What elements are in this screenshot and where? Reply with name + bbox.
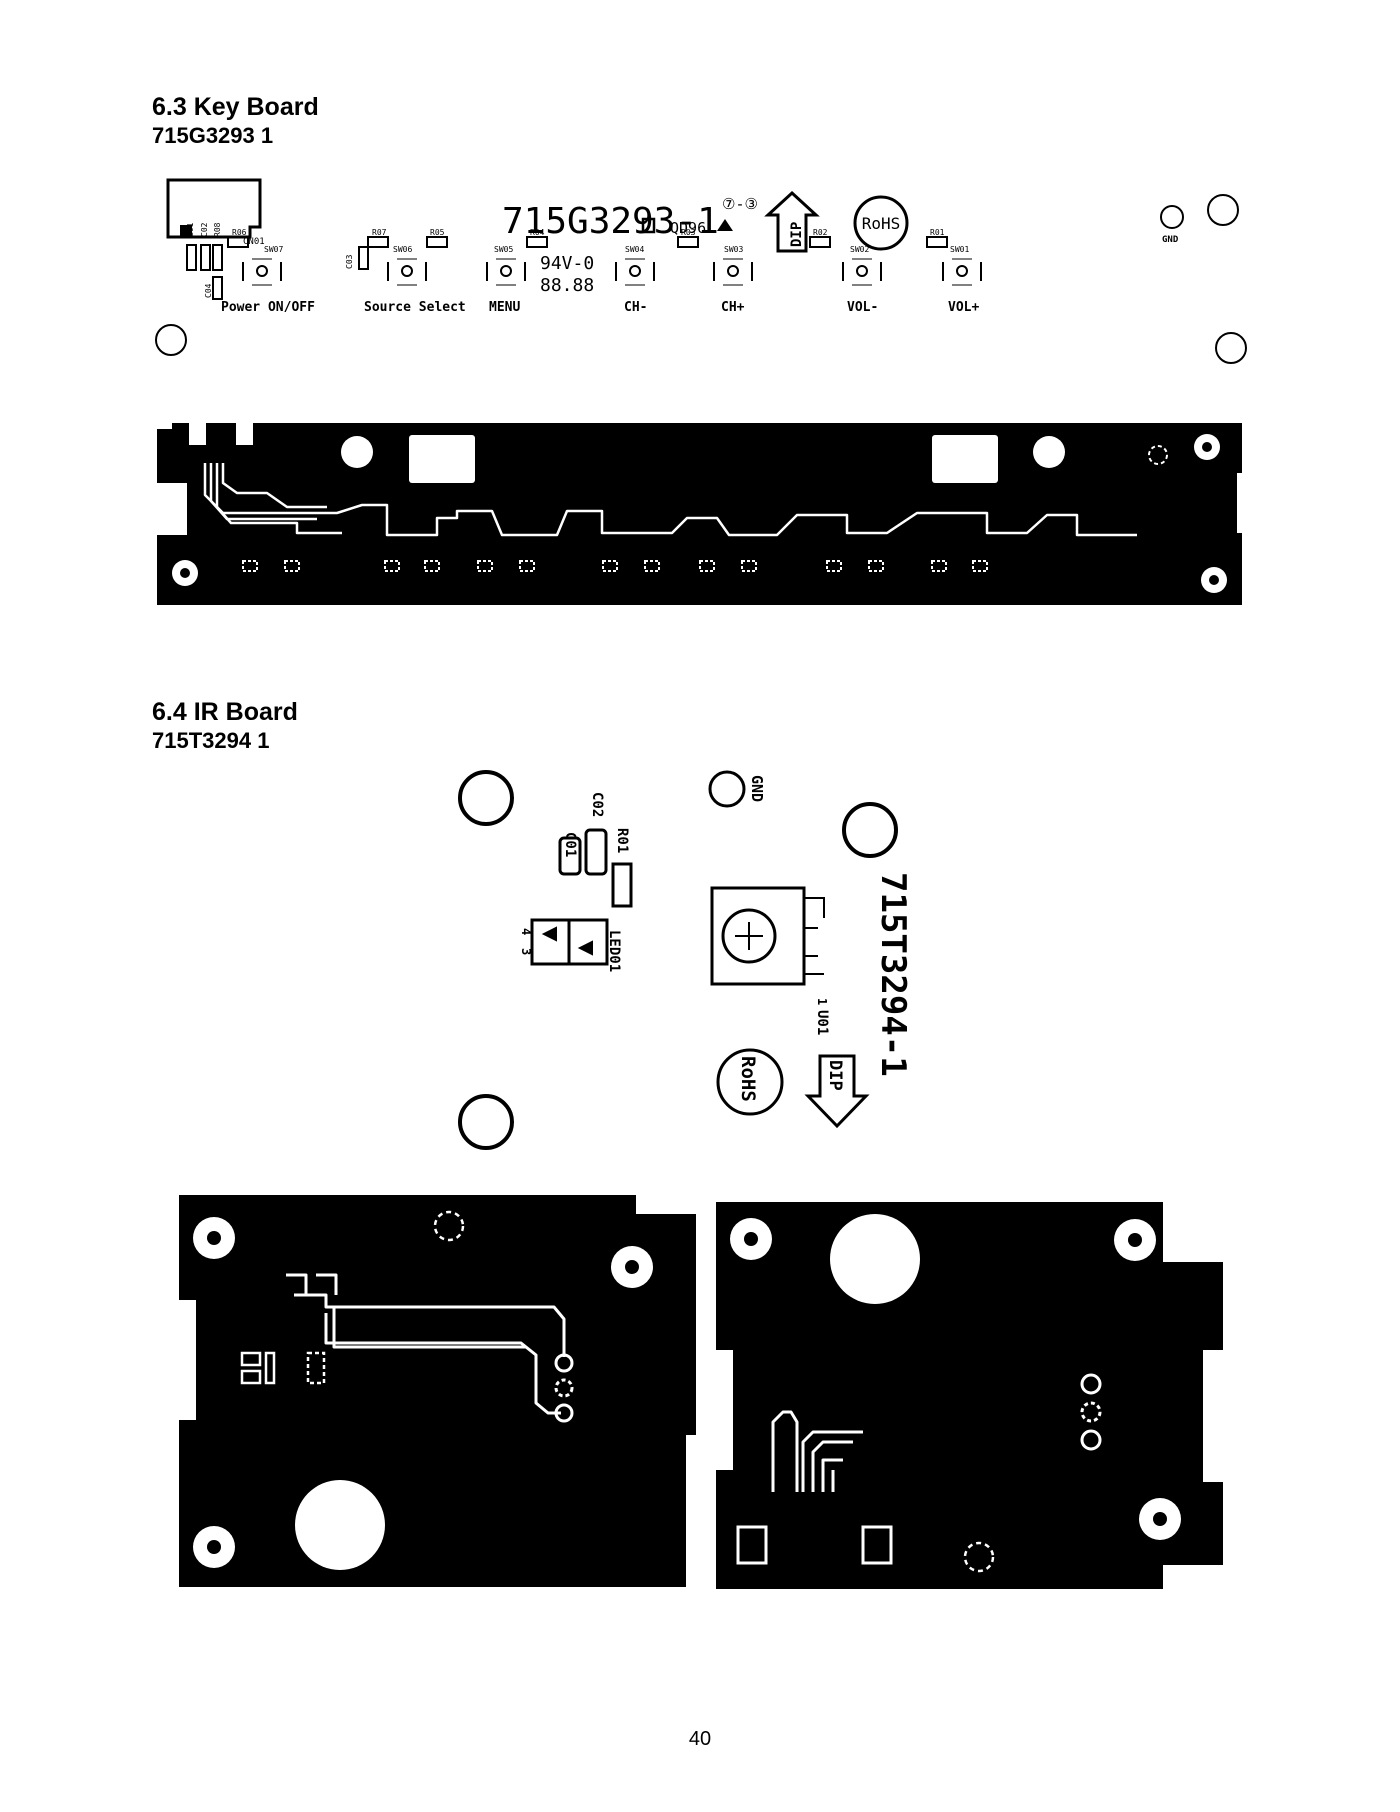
mounting-hole: [1207, 194, 1239, 226]
button-label-vol-minus: VOL-: [847, 300, 878, 315]
resistor-group: R06 R07 R05 R04 R03 R02 R01: [227, 228, 948, 248]
dip-arrow-mark: DIP: [804, 1054, 870, 1129]
ul-triangle-icon: [717, 219, 733, 231]
switch-sw06: SW06 Source Select: [364, 245, 466, 315]
dip-label: DIP: [825, 1060, 845, 1091]
switch-sw07: SW07 Power ON/OFF: [221, 245, 315, 315]
ir-board-pcb-outline-2: [716, 1202, 1223, 1589]
label-r02: R02: [813, 228, 828, 237]
ir-receiver-u01: 1 U01: [710, 886, 830, 1035]
label-c01: C01: [186, 222, 195, 237]
svg-text:SW07: SW07: [264, 245, 283, 254]
ir-board-marking: 715T3294-1: [873, 872, 913, 1077]
switch-sw04: SW04 CH-: [615, 245, 655, 315]
ir-board-copper-bottom: [716, 1202, 1223, 1589]
ul-logo-icon: [641, 217, 656, 234]
mounting-hole: [458, 1094, 514, 1150]
switch-sw03: SW03 CH+: [713, 245, 753, 315]
mounting-hole: [1215, 332, 1247, 364]
flammability-rating: 94V-0: [540, 253, 594, 274]
button-label-ch-minus: CH-: [624, 300, 647, 315]
ir-board-silkscreen: GND C01 C02 R01 LED01 4 3 1 U01 715T3294…: [458, 770, 913, 1150]
label-c01: C01: [562, 832, 578, 857]
switch-sw02: SW02 VOL-: [842, 245, 882, 315]
mounting-hole: [458, 770, 514, 826]
section-title-ir-board: 6.4 IR Board: [152, 698, 298, 726]
label-r06: R06: [232, 228, 247, 237]
label-c03: C03: [345, 254, 354, 269]
svg-text:SW03: SW03: [724, 245, 743, 254]
key-board-copper-layer: [157, 423, 1242, 605]
dip-label: DIP: [789, 222, 805, 247]
section-part-ir-board: 715T3294 1: [152, 728, 270, 753]
gnd-hole: [1160, 205, 1184, 229]
label-r08: R08: [213, 222, 222, 237]
label-c02: C02: [200, 222, 209, 237]
ir-board-copper-top: [179, 1195, 696, 1587]
mounting-hole: [155, 324, 187, 356]
button-label-menu: MENU: [489, 300, 520, 315]
button-label-ch-plus: CH+: [721, 300, 745, 315]
button-label-vol-plus: VOL+: [948, 300, 979, 315]
led01-footprint: LED01 4 3: [519, 918, 622, 972]
svg-text:SW05: SW05: [494, 245, 513, 254]
capacitor-c02: [584, 828, 608, 876]
ir-board-pcb-outline: [179, 1195, 696, 1587]
label-led01: LED01: [606, 930, 622, 972]
svg-text:4: 4: [519, 928, 533, 935]
button-label-power: Power ON/OFF: [221, 300, 315, 315]
label-c04: C04: [204, 283, 213, 298]
connector-cn01: CN01: [166, 178, 265, 247]
svg-text:SW06: SW06: [393, 245, 412, 254]
svg-text:3: 3: [519, 948, 533, 955]
label-r04: R04: [530, 228, 545, 237]
switch-sw05: SW05 MENU: [486, 245, 526, 315]
label-r01: R01: [614, 828, 630, 853]
label-gnd: GND: [1162, 235, 1179, 245]
rohs-label: RoHS: [862, 214, 901, 233]
capacitor-c01: [558, 836, 582, 876]
svg-text:SW01: SW01: [950, 245, 969, 254]
section-title-key-board: 6.3 Key Board: [152, 93, 319, 121]
switch-sw01: SW01 VOL+: [942, 245, 982, 315]
label-r07: R07: [372, 228, 387, 237]
label-r03: R03: [681, 228, 696, 237]
label-r01: R01: [930, 228, 945, 237]
label-gnd: GND: [748, 775, 766, 802]
svg-text:SW04: SW04: [625, 245, 644, 254]
rohs-mark: RoHS: [853, 195, 909, 251]
label-u01: U01: [814, 1010, 830, 1035]
svg-text:SW02: SW02: [850, 245, 869, 254]
label-r05: R05: [430, 228, 445, 237]
date-mark: ⑦-③: [722, 195, 758, 213]
rohs-mark: RoHS: [716, 1048, 784, 1116]
rohs-label: RoHS: [737, 1056, 759, 1102]
capacitor-group: C01 C02 R08 C04 C03: [186, 222, 369, 300]
label-cn01: CN01: [243, 237, 265, 247]
gnd-hole: [708, 770, 746, 808]
mounting-hole: [842, 802, 898, 858]
page-number: 40: [688, 1728, 712, 1750]
date-code: 88.88: [540, 275, 594, 296]
button-label-source: Source Select: [364, 300, 466, 315]
ul-mark: QD96: [670, 219, 706, 237]
resistor-r01: [611, 862, 633, 908]
section-part-key-board: 715G3293 1: [152, 123, 274, 148]
key-board-silkscreen: CN01 GND 715G3293-1 ⑦-③ DIP RoHS QD96 94…: [155, 178, 1247, 364]
board-marking: 715G3293-1: [502, 201, 719, 242]
label-c02: C02: [589, 792, 605, 817]
svg-text:1: 1: [815, 998, 829, 1005]
dip-arrow-mark: DIP: [764, 190, 820, 253]
